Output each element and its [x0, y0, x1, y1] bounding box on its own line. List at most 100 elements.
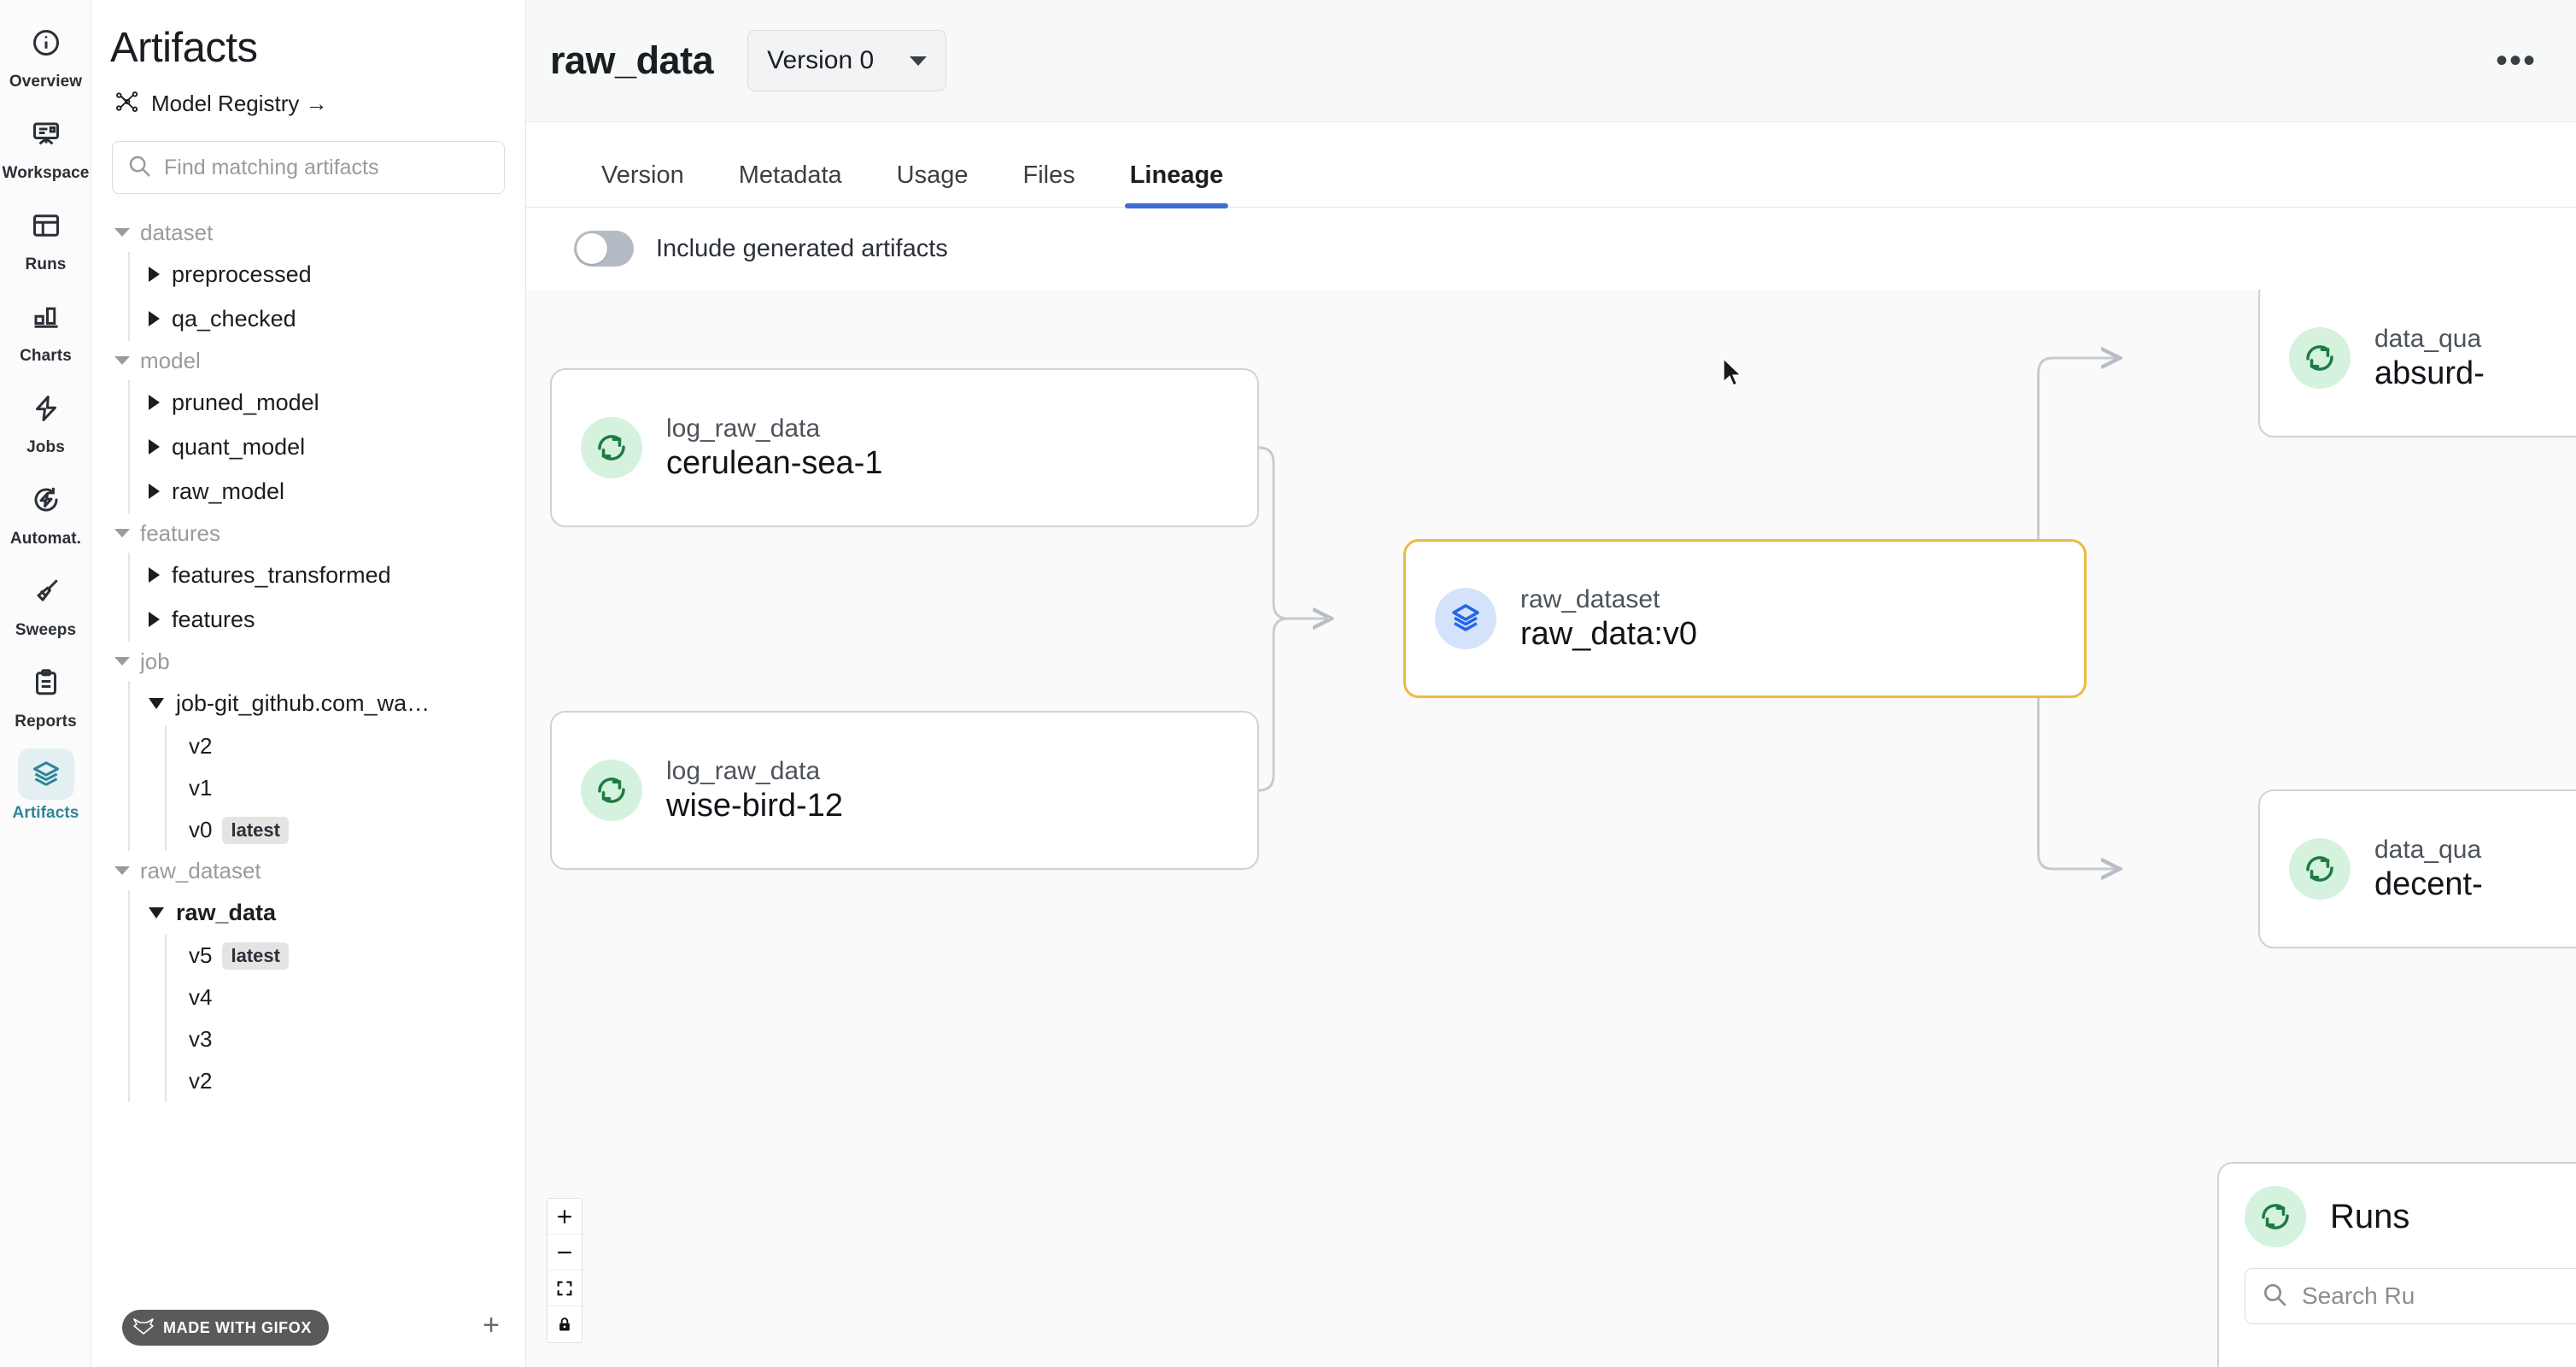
sidebar-item-charts[interactable]: Charts	[0, 286, 91, 371]
fit-view-button[interactable]	[547, 1270, 582, 1306]
add-artifact-button[interactable]: +	[483, 1309, 500, 1341]
artifact-title: raw_data	[550, 38, 714, 82]
lineage-node-type: log_raw_data	[666, 414, 821, 443]
sidebar-item-jobs[interactable]: Jobs	[0, 378, 91, 462]
triangle-down-icon	[149, 906, 164, 918]
lineage-node-name: decent-	[2374, 865, 2483, 902]
zoom-controls	[547, 1198, 583, 1343]
tree-item-label: preprocessed	[172, 261, 312, 287]
version-item[interactable]: v1	[189, 767, 525, 809]
toggle-knob	[577, 233, 607, 264]
run-refresh-icon	[2245, 1186, 2306, 1247]
overflow-menu-button[interactable]: •••	[2495, 42, 2537, 79]
tab-version[interactable]: Version	[601, 161, 684, 189]
sidebar-item-reports[interactable]: Reports	[0, 652, 91, 736]
tree-item-label: features_transformed	[172, 561, 391, 588]
rail-label: Reports	[15, 713, 77, 730]
tree-group-label: model	[140, 347, 201, 373]
tree-group-raw_dataset[interactable]: raw_dataset	[112, 851, 525, 890]
version-label: v2	[189, 1068, 213, 1094]
tree-item-raw_data[interactable]: raw_data	[149, 890, 525, 935]
main-header: raw_data Version 0 •••	[526, 0, 2576, 122]
lineage-node-name: raw_data:v0	[1520, 615, 1698, 652]
model-registry-label: Model Registry →	[151, 91, 328, 116]
sidebar-item-workspace[interactable]: Workspace	[0, 103, 91, 188]
tree-item-quant_model[interactable]: quant_model	[149, 425, 525, 469]
chevron-down-icon	[910, 56, 928, 66]
runs-search-input[interactable]: Search Ru	[2245, 1268, 2576, 1324]
tree-item-features[interactable]: features	[149, 597, 525, 642]
tree-group-children: preprocessed qa_checked	[128, 252, 525, 341]
lock-button[interactable]	[547, 1306, 582, 1342]
tree-group-dataset[interactable]: dataset	[112, 213, 525, 252]
runs-panel-header: Runs	[2245, 1186, 2576, 1247]
sidebar-item-automations[interactable]: Automat.	[0, 469, 91, 554]
status-badge: latest	[222, 942, 289, 970]
version-item[interactable]: v2	[189, 1060, 525, 1102]
rail-label: Charts	[20, 347, 72, 365]
tab-files[interactable]: Files	[1022, 161, 1075, 189]
chevron-down-icon	[114, 529, 130, 537]
toggle-label: Include generated artifacts	[656, 234, 948, 262]
tree-item-preprocessed[interactable]: preprocessed	[149, 252, 525, 296]
tree-item-pruned_model[interactable]: pruned_model	[149, 380, 525, 425]
sidebar-item-sweeps[interactable]: Sweeps	[0, 560, 91, 645]
include-generated-artifacts-toggle[interactable]	[574, 231, 634, 267]
tab-lineage[interactable]: Lineage	[1103, 161, 1251, 208]
version-item[interactable]: v3	[189, 1018, 525, 1060]
info-circle-icon	[18, 17, 74, 68]
version-label: v3	[189, 1026, 213, 1052]
tree-group-job[interactable]: job	[112, 642, 525, 681]
tree-group-features[interactable]: features	[112, 513, 525, 553]
sidebar-item-runs[interactable]: Runs	[0, 195, 91, 279]
tab-usage[interactable]: Usage	[896, 161, 969, 189]
triangle-right-icon	[149, 395, 160, 410]
triangle-right-icon	[149, 567, 160, 583]
runs-panel-title: Runs	[2330, 1197, 2410, 1235]
workspace-icon	[18, 109, 74, 160]
tree-item-raw_model[interactable]: raw_model	[149, 469, 525, 513]
search-input[interactable]: Find matching artifacts	[112, 141, 505, 194]
version-select[interactable]: Version 0	[747, 30, 947, 91]
triangle-right-icon	[149, 439, 160, 455]
sidebar-item-artifacts[interactable]: Artifacts	[0, 743, 91, 828]
zoom-in-button[interactable]	[547, 1199, 582, 1235]
version-item[interactable]: v4	[189, 977, 525, 1018]
lineage-node-name: cerulean-sea-1	[666, 444, 883, 481]
tree-item-label: pruned_model	[172, 389, 319, 415]
version-label: v4	[189, 984, 213, 1010]
bar-chart-icon	[18, 291, 74, 343]
tab-metadata[interactable]: Metadata	[738, 161, 842, 189]
page-title: Artifacts	[110, 25, 258, 71]
search-placeholder: Find matching artifacts	[164, 155, 379, 179]
sidebar-item-overview[interactable]: Overview	[0, 12, 91, 97]
tree-group-label: raw_dataset	[140, 857, 261, 883]
version-select-label: Version 0	[767, 46, 875, 74]
tree-item-qa_checked[interactable]: qa_checked	[149, 296, 525, 341]
tree-group-model[interactable]: model	[112, 341, 525, 380]
rail-label: Sweeps	[15, 621, 77, 639]
triangle-down-icon	[149, 697, 164, 709]
tree-item-job-git_github.com_wa…[interactable]: job-git_github.com_wa…	[149, 681, 525, 725]
tab-bar: Version Metadata Usage Files Lineage	[526, 122, 2576, 208]
rail-label: Artifacts	[12, 804, 79, 822]
zoom-out-button[interactable]	[547, 1235, 582, 1270]
version-item[interactable]: v2	[189, 725, 525, 767]
lineage-node-name: absurd-	[2374, 355, 2485, 391]
model-registry-link[interactable]: Model Registry →	[91, 72, 525, 119]
automation-icon	[18, 474, 74, 525]
tree-item-features_transformed[interactable]: features_transformed	[149, 553, 525, 597]
